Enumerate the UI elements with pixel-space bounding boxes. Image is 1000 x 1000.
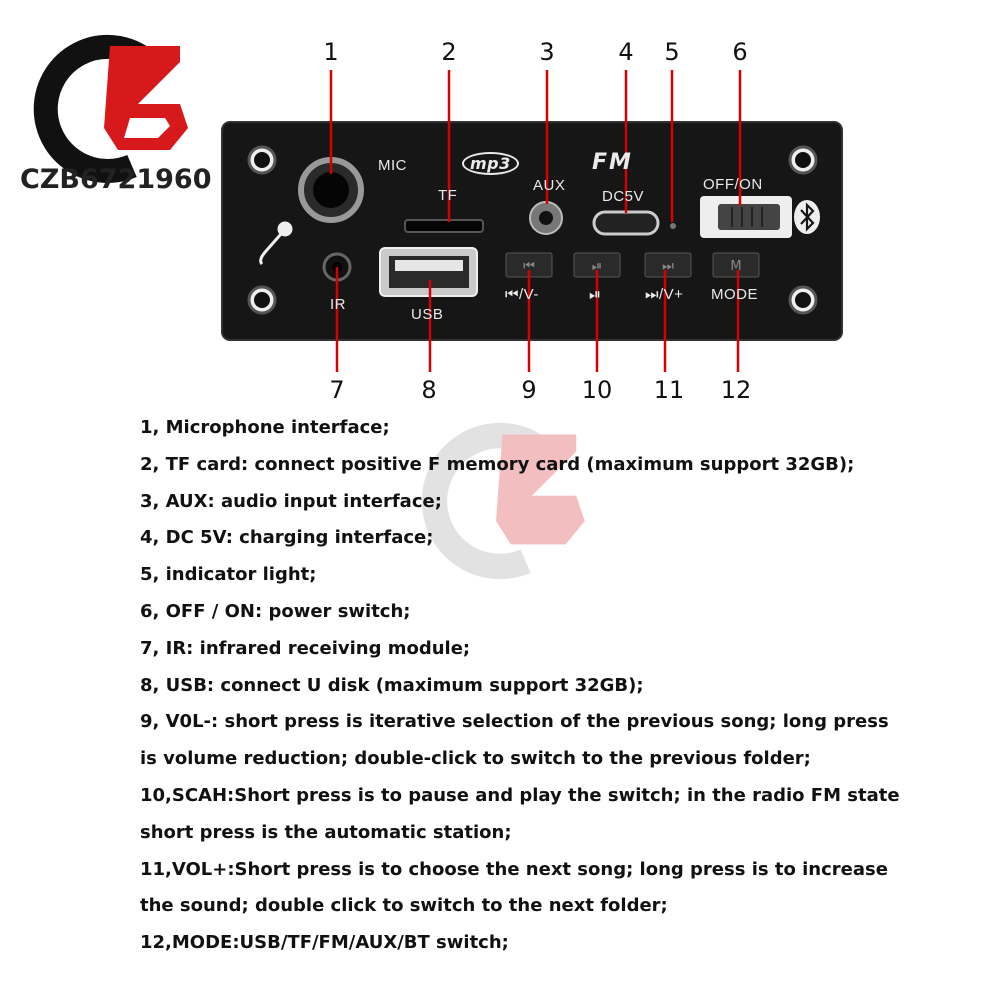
mode-label: MODE bbox=[711, 286, 758, 303]
usb-label: USB bbox=[411, 306, 444, 323]
callout-number: 3 bbox=[539, 38, 555, 66]
bluetooth-icon bbox=[794, 200, 820, 234]
description-line: 8, USB: connect U disk (maximum support … bbox=[140, 674, 644, 696]
board-diagram: ⏮ ⏯ ⏭ M bbox=[221, 70, 843, 372]
svg-text:⏮: ⏮ bbox=[523, 259, 535, 274]
power-switch bbox=[700, 196, 792, 238]
callout-number: 1 bbox=[323, 38, 339, 66]
offon-label: OFF/ON bbox=[703, 176, 763, 193]
vol-minus-label: ⏮/V- bbox=[505, 286, 539, 303]
logo-text: CZB6721960 bbox=[20, 164, 212, 195]
svg-text:M: M bbox=[730, 259, 741, 274]
mp3-logo: mp3 bbox=[462, 152, 519, 175]
watermark-logo bbox=[421, 422, 585, 580]
ir-label: IR bbox=[330, 296, 346, 313]
callout-number: 9 bbox=[521, 376, 537, 404]
description-line: 4, DC 5V: charging interface; bbox=[140, 527, 434, 549]
callout-number: 2 bbox=[441, 38, 457, 66]
board-panel bbox=[221, 121, 843, 341]
fm-logo: FM bbox=[592, 150, 633, 175]
brand-logo bbox=[33, 34, 188, 183]
aux-jack bbox=[529, 201, 563, 235]
mic-label: MIC bbox=[378, 157, 407, 174]
callout-lines bbox=[329, 70, 742, 372]
description-line: short press is the automatic station; bbox=[140, 821, 512, 843]
description-line: 12,MODE:USB/TF/FM/AUX/BT switch; bbox=[140, 932, 509, 954]
callout-number: 8 bbox=[421, 376, 437, 404]
play-label: ⏯ bbox=[589, 286, 602, 303]
dc5v-port bbox=[592, 210, 660, 236]
button-prev: ⏮ bbox=[505, 252, 553, 278]
description-line: 5, indicator light; bbox=[140, 564, 317, 586]
description-line: 1, Microphone interface; bbox=[140, 417, 390, 438]
description-line: 3, AUX: audio input interface; bbox=[140, 490, 442, 512]
callout-number: 12 bbox=[720, 376, 752, 404]
indicator-led bbox=[670, 223, 676, 229]
callout-number: 6 bbox=[732, 38, 748, 66]
callout-number: 5 bbox=[664, 38, 680, 66]
description-list: 1, Microphone interface; 2, TF card: con… bbox=[140, 410, 900, 962]
description-line: 9, V0L-: short press is iterative select… bbox=[140, 711, 889, 733]
button-mode: M bbox=[712, 252, 760, 278]
usb-port bbox=[379, 247, 478, 297]
callout-number: 10 bbox=[581, 376, 613, 404]
description-line: 11,VOL+:Short press is to choose the nex… bbox=[140, 858, 888, 880]
microphone-icon bbox=[259, 221, 293, 266]
description-line: is volume reduction; double-click to swi… bbox=[140, 748, 811, 770]
callout-number: 4 bbox=[618, 38, 634, 66]
svg-text:⏯: ⏯ bbox=[592, 259, 602, 274]
tf-label: TF bbox=[438, 187, 458, 204]
callout-number: 7 bbox=[329, 376, 345, 404]
tf-slot bbox=[404, 219, 484, 233]
description-line: 7, IR: infrared receiving module; bbox=[140, 637, 471, 659]
vol-plus-label: ⏭/V+ bbox=[645, 286, 684, 303]
aux-label: AUX bbox=[533, 177, 566, 194]
description-line: 2, TF card: connect positive F memory ca… bbox=[140, 453, 855, 475]
description-line: 10,SCAH:Short press is to pause and play… bbox=[140, 784, 900, 806]
dc5v-label: DC5V bbox=[602, 188, 645, 205]
description-line: 6, OFF / ON: power switch; bbox=[140, 600, 411, 622]
callout-number: 11 bbox=[653, 376, 685, 404]
button-next: ⏭ bbox=[644, 252, 692, 278]
description-line: the sound; double click to switch to the… bbox=[140, 895, 668, 917]
